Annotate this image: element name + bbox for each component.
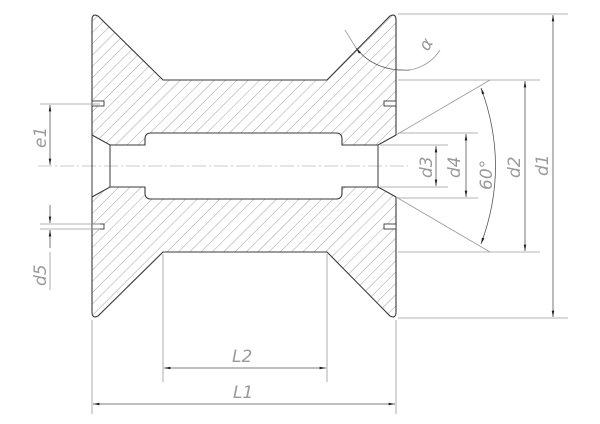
label-d1: d1 — [533, 154, 553, 176]
dimension-L2: L2 — [162, 254, 328, 382]
dimension-L1: L1 — [91, 320, 397, 414]
slots — [91, 100, 397, 230]
dimension-d3: d3 — [380, 144, 448, 188]
label-L2: L2 — [232, 347, 252, 367]
label-60-degree: 60° — [477, 160, 497, 190]
label-d5: d5 — [31, 264, 51, 286]
roller-section-bottom — [91, 186, 397, 318]
label-d4: d4 — [445, 156, 465, 178]
dimension-d2: d2 — [398, 79, 540, 253]
label-L1: L1 — [233, 383, 253, 403]
dimension-d4: d4 — [398, 132, 478, 199]
dimension-e1: e1 — [31, 103, 100, 165]
dimension-d5: d5 — [31, 205, 100, 290]
label-d3: d3 — [417, 156, 437, 178]
label-alpha: α — [415, 35, 438, 55]
dimension-60-degree: 60° — [395, 79, 497, 253]
label-d2: d2 — [505, 156, 525, 178]
label-e1: e1 — [31, 127, 51, 148]
roller-section-top — [91, 14, 397, 146]
dimension-d1: d1 — [398, 13, 568, 319]
